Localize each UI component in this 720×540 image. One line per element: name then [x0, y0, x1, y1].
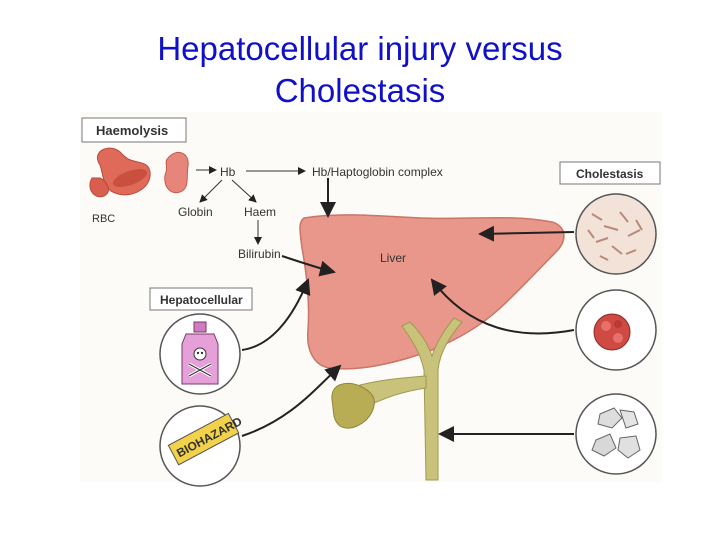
biohazard-icon: BIOHAZARD [159, 405, 245, 487]
hepatocellular-box: Hepatocellular [149, 287, 253, 311]
haemolysis-box: Haemolysis [81, 117, 187, 143]
cholestasis-histology-icon [575, 193, 657, 275]
bile-duct [401, 317, 463, 481]
rbc-cells-icon [89, 147, 189, 198]
cholestasis-label: Cholestasis [576, 167, 644, 181]
globin-label: Globin [178, 205, 213, 219]
rbc-label: RBC [92, 213, 115, 225]
hb-label: Hb [220, 165, 236, 179]
liver-label: Liver [380, 251, 406, 265]
title-line-1: Hepatocellular injury versus [157, 30, 563, 67]
poison-bottle-icon [159, 313, 241, 395]
hb-complex-label: Hb/Haptoglobin complex [312, 165, 443, 179]
slide-title: Hepatocellular injury versus Cholestasis [0, 28, 720, 112]
bilirubin-label: Bilirubin [238, 247, 281, 261]
title-line-2: Cholestasis [274, 72, 446, 109]
cholestasis-box: Cholestasis [559, 161, 661, 185]
hepatic-tumor-icon [575, 289, 657, 371]
haemolysis-label: Haemolysis [96, 123, 168, 138]
gallstones-icon [575, 393, 657, 475]
gallbladder-shape [331, 382, 375, 429]
hepatocellular-label: Hepatocellular [160, 293, 243, 307]
haem-label: Haem [244, 205, 276, 219]
